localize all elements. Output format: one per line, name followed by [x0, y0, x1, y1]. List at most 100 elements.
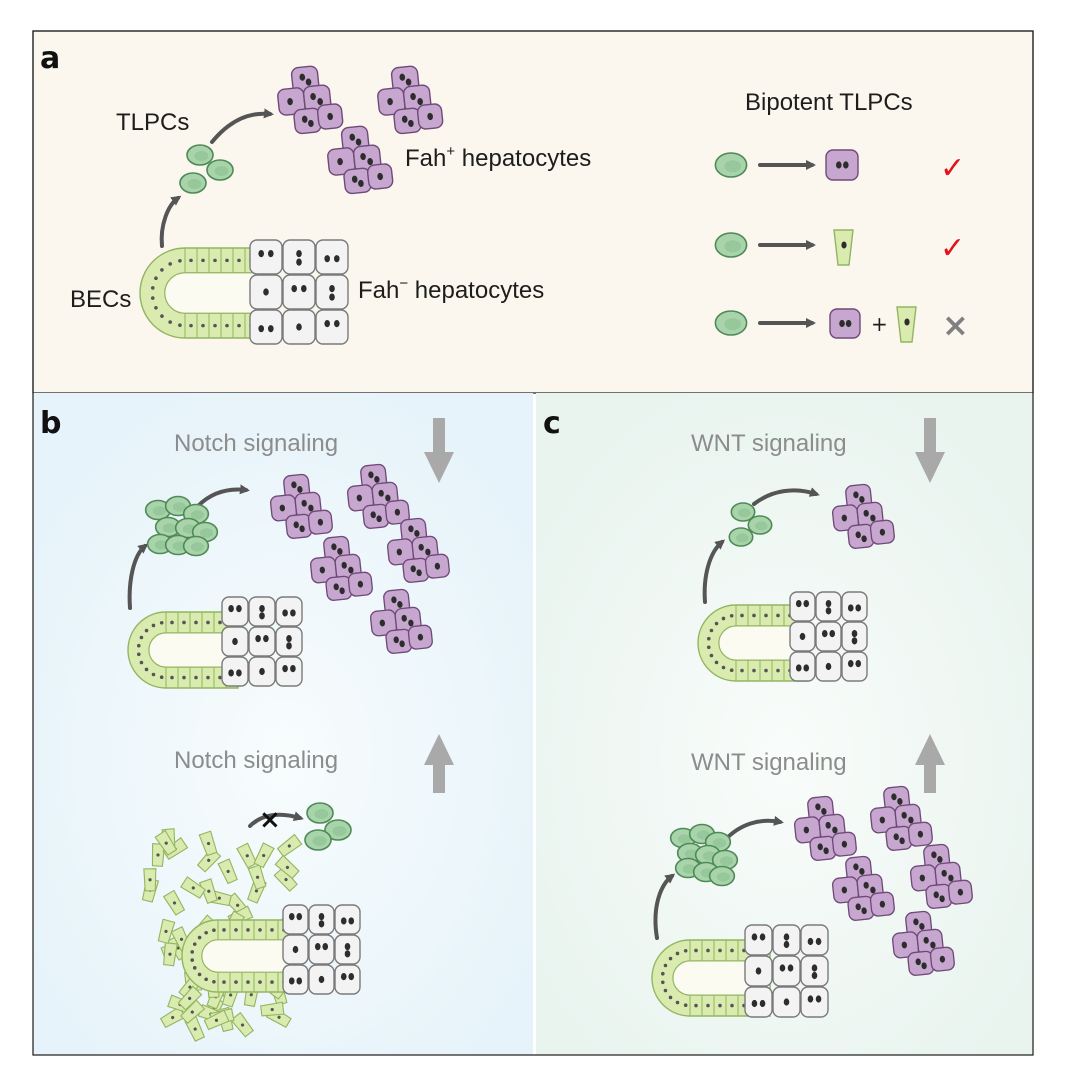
bec-nucleus [139, 635, 144, 640]
cell-nucleus [901, 811, 907, 819]
bec-nucleus [190, 950, 195, 954]
bec-nucleus [192, 942, 197, 946]
a-fah-plus-cluster-2 [377, 65, 444, 135]
tlpc-nucleus [314, 809, 329, 819]
cell-nucleus [751, 933, 758, 941]
fah-minus-hepatocyte [841, 591, 868, 622]
cell-nucleus [933, 891, 939, 899]
cell-nucleus [291, 285, 297, 293]
a-bile-duct [139, 247, 265, 339]
cell-nucleus [296, 913, 303, 921]
b-top-tlpc-cluster [144, 495, 219, 557]
bec-nucleus [213, 323, 217, 328]
cell-nucleus [379, 619, 386, 627]
c-top-fah-minus-hepatocytes [789, 591, 868, 682]
tlpc-nucleus [172, 502, 187, 512]
cell-nucleus [904, 318, 910, 326]
bec-nucleus [197, 972, 202, 977]
cell-nucleus [288, 913, 295, 921]
fah-minus-hepatocyte [282, 964, 309, 995]
fah-minus-hepatocyte [744, 924, 773, 956]
b-top-down-arrow-icon [424, 418, 454, 483]
cell-nucleus [337, 548, 343, 555]
bec-nucleus [222, 928, 226, 932]
cell-nucleus [378, 489, 384, 497]
cell-nucleus [899, 837, 905, 845]
cell-nucleus [807, 937, 814, 946]
cell-nucleus [825, 821, 831, 829]
cell-nucleus [317, 518, 324, 526]
fah-plus-label: Fah+ hepatocytes [405, 143, 591, 172]
tlpc-nucleus [682, 864, 697, 874]
fate-3-hepatocyte [829, 308, 861, 339]
cell-nucleus [417, 633, 424, 641]
panel-letter-b: b [40, 406, 61, 441]
bec-nucleus [148, 878, 152, 882]
cell-nucleus [870, 514, 876, 522]
c-top-bile-duct [697, 604, 809, 682]
b-top-hepatocyte-2 [346, 463, 410, 529]
tlpc-nucleus [162, 523, 177, 533]
bipotent-tlpcs-title: Bipotent TLPCs [745, 89, 913, 116]
cell-nucleus [397, 601, 403, 608]
bec-nucleus [245, 854, 249, 858]
bec-nucleus [168, 320, 172, 324]
fate-3-cross-icon: × [942, 306, 969, 344]
fah-minus-hepatocyte [789, 591, 816, 622]
bec-nucleus [164, 841, 168, 845]
process-arrows [127, 108, 820, 940]
bec-cell [247, 864, 267, 890]
fah-minus-hepatocyte [815, 621, 842, 652]
cell-nucleus [803, 664, 810, 672]
cell-nucleus [258, 325, 264, 333]
cell-nucleus [811, 971, 818, 980]
bec-nucleus [212, 928, 216, 933]
tlpc-nucleus [152, 506, 167, 516]
cell-nucleus [385, 494, 391, 502]
bec-nucleus [207, 889, 211, 893]
cell-nucleus [923, 936, 929, 944]
bec-nucleus [663, 963, 668, 968]
cell-nucleus [357, 580, 364, 588]
cell-nucleus [393, 636, 399, 644]
cell-nucleus [829, 630, 836, 638]
cell-nucleus [836, 161, 842, 169]
a-bipotent-fates [714, 149, 917, 343]
bec-cell [196, 847, 222, 873]
cell-nucleus [286, 635, 292, 643]
c-top-bec-to-tlpc-arrow-icon [702, 539, 726, 604]
bec-nucleus [254, 889, 259, 893]
cell-nucleus [759, 933, 766, 941]
cell-nucleus [308, 119, 314, 128]
tlpc-nucleus [724, 240, 742, 253]
tlpc-nucleus [738, 508, 751, 518]
bec-nucleus [270, 1007, 274, 1012]
cell-nucleus [324, 320, 330, 328]
bec-nucleus [172, 901, 177, 905]
cell-nucleus [286, 642, 292, 650]
bec-nucleus [229, 993, 233, 997]
cell-nucleus [879, 816, 886, 824]
cell-nucleus [841, 886, 848, 894]
cell-nucleus [367, 157, 373, 166]
cell-nucleus [318, 975, 325, 984]
cell-nucleus [861, 907, 867, 915]
bec-nucleus [270, 980, 274, 984]
cell-nucleus [759, 999, 766, 1008]
tlpc-nucleus [724, 318, 742, 331]
bec-nucleus [156, 853, 160, 857]
fah-minus-hepatocyte [248, 626, 276, 657]
bec-nucleus [240, 1023, 245, 1027]
cell-nucleus [901, 941, 908, 949]
bec-nucleus [178, 323, 182, 328]
bec-nucleus [706, 1003, 710, 1008]
cell-nucleus [941, 869, 947, 877]
b-bottom-up-arrow-icon [424, 734, 454, 793]
cell-nucleus [937, 856, 943, 863]
cell-nucleus [855, 660, 862, 668]
cell-nucleus [853, 491, 859, 499]
cell-nucleus [425, 548, 431, 556]
bec-nucleus [694, 1003, 698, 1008]
cell-nucleus [305, 78, 312, 86]
